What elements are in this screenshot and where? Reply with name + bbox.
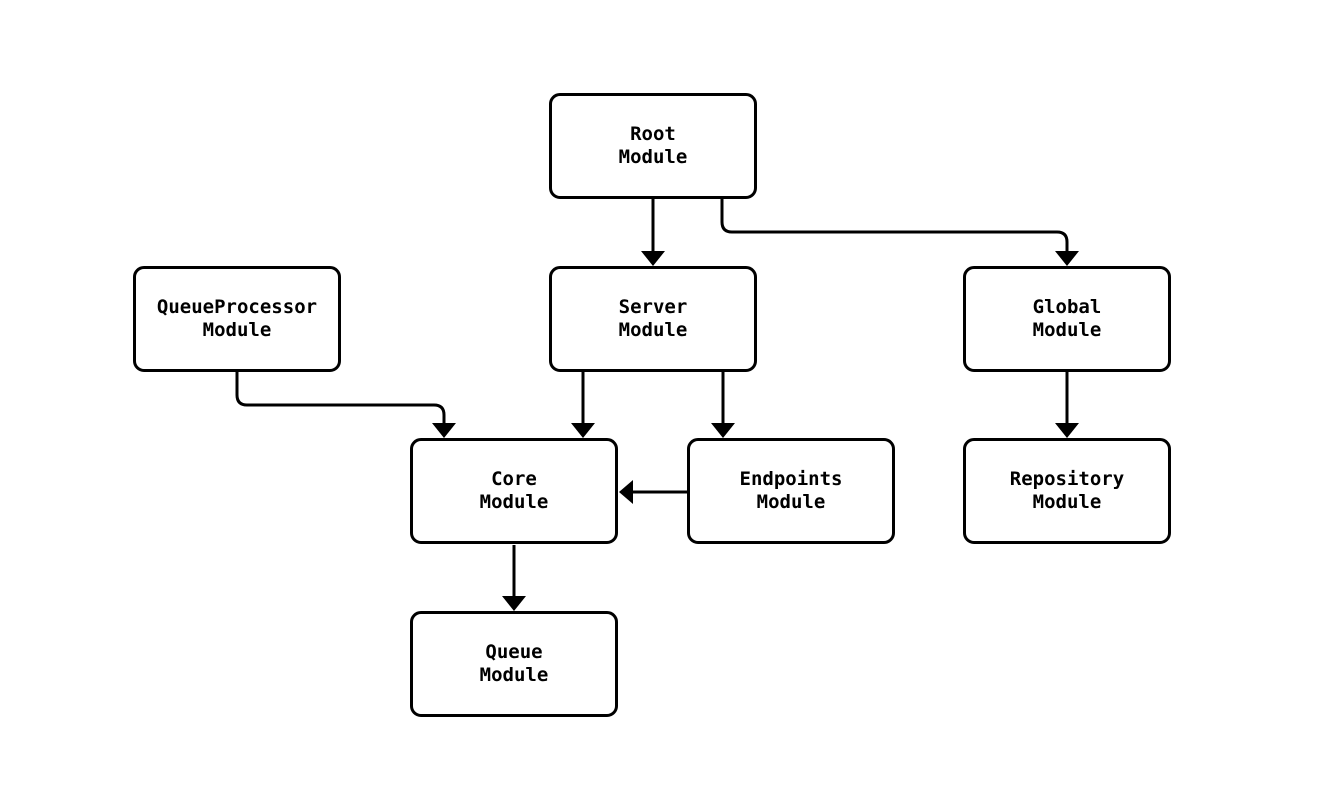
node-root-module-subtitle: Module xyxy=(618,146,688,168)
edge-root-to-server xyxy=(641,198,665,266)
node-endpoints-module: Endpoints Module xyxy=(687,438,895,544)
node-global-module: Global Module xyxy=(963,266,1171,372)
edge-core-to-queue xyxy=(502,545,526,611)
node-server-module-title: Server xyxy=(618,296,688,318)
node-server-module-subtitle: Module xyxy=(618,319,688,341)
node-global-module-title: Global xyxy=(1032,296,1102,318)
node-queue-module-subtitle: Module xyxy=(479,664,549,686)
edge-root-to-global xyxy=(720,198,1079,266)
node-repository-module: Repository Module xyxy=(963,438,1171,544)
edge-server-to-endpoints xyxy=(711,372,735,438)
node-queue-module-title: Queue xyxy=(485,641,543,663)
node-queue-module: Queue Module xyxy=(410,611,618,717)
node-server-module: Server Module xyxy=(549,266,757,372)
edge-server-to-core xyxy=(571,372,595,438)
node-core-module: Core Module xyxy=(410,438,618,544)
node-repository-module-subtitle: Module xyxy=(1032,491,1102,513)
node-endpoints-module-subtitle: Module xyxy=(756,491,826,513)
node-global-module-subtitle: Module xyxy=(1032,319,1102,341)
edge-endpoints-to-core xyxy=(619,480,687,504)
node-core-module-subtitle: Module xyxy=(479,491,549,513)
node-root-module: Root Module xyxy=(549,93,757,199)
node-root-module-title: Root xyxy=(630,123,676,145)
edge-global-to-repository xyxy=(1055,372,1079,438)
node-queueprocessor-module-subtitle: Module xyxy=(202,319,272,341)
node-core-module-title: Core xyxy=(491,468,537,490)
node-endpoints-module-title: Endpoints xyxy=(739,468,843,490)
edge-queueprocessor-to-core xyxy=(235,372,456,438)
node-repository-module-title: Repository xyxy=(1009,468,1125,490)
node-queueprocessor-module-title: QueueProcessor xyxy=(156,296,318,318)
node-queueprocessor-module: QueueProcessor Module xyxy=(133,266,341,372)
